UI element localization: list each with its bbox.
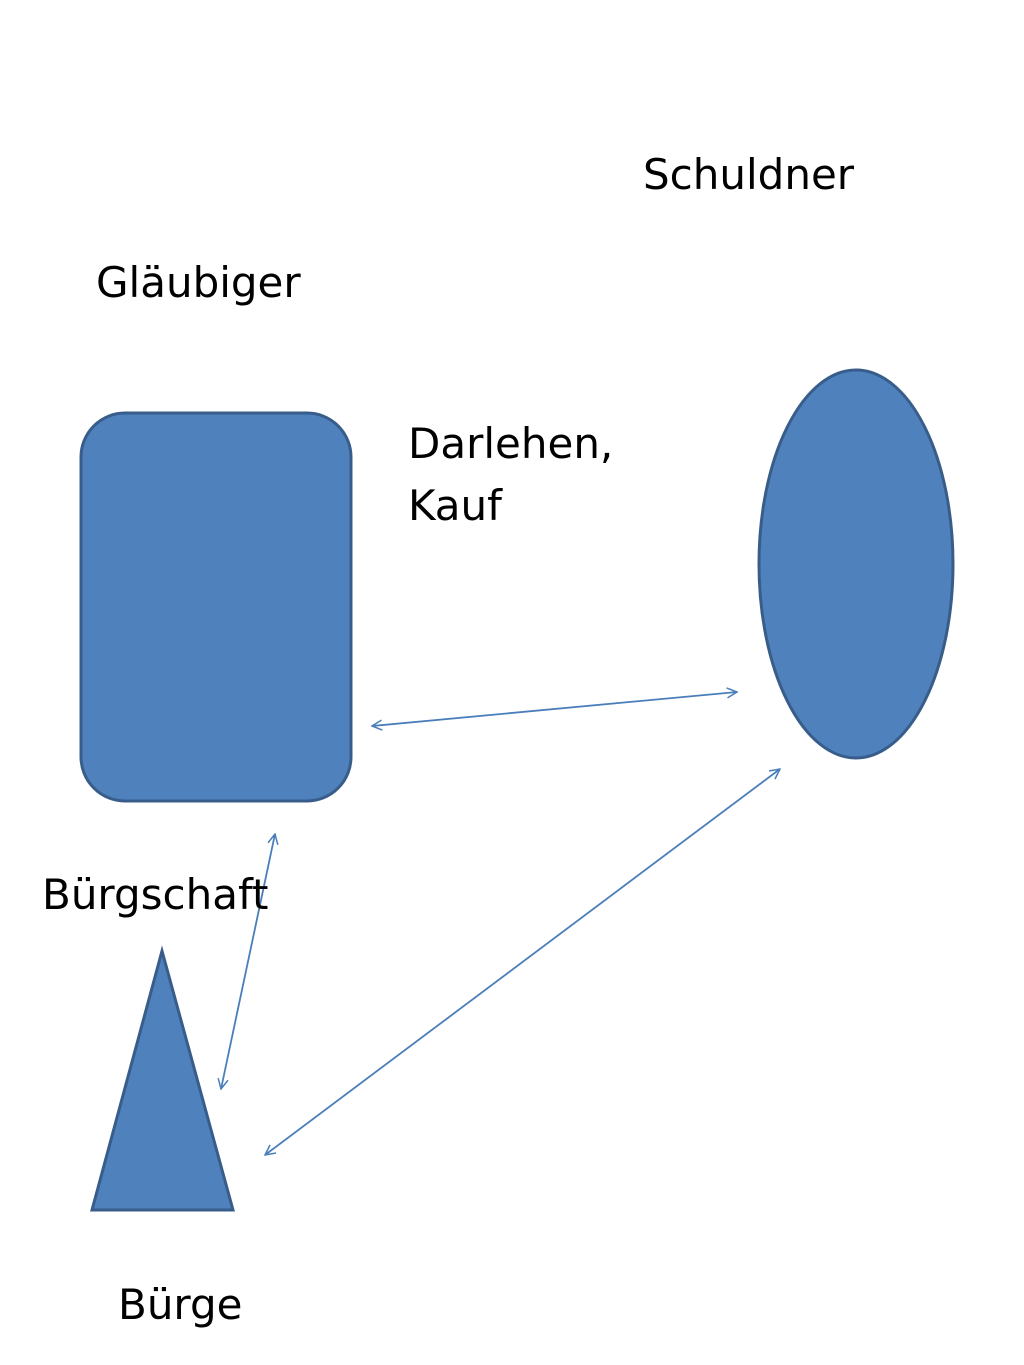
connector-glaeubiger-schuldner[interactable] xyxy=(372,692,737,726)
connector-buerge-schuldner[interactable] xyxy=(265,769,780,1155)
buerge-label: Bürge xyxy=(118,1280,243,1329)
glaeubiger-rounded-rectangle[interactable] xyxy=(79,411,353,803)
glaeubiger-label: Gläubiger xyxy=(96,258,301,307)
schuldner-label: Schuldner xyxy=(643,150,855,199)
schuldner-ellipse[interactable] xyxy=(757,368,955,760)
buerge-triangle[interactable] xyxy=(90,945,235,1212)
darlehen-kauf-label: Darlehen, Kauf xyxy=(408,419,614,530)
buergschaft-label: Bürgschaft xyxy=(42,870,269,919)
